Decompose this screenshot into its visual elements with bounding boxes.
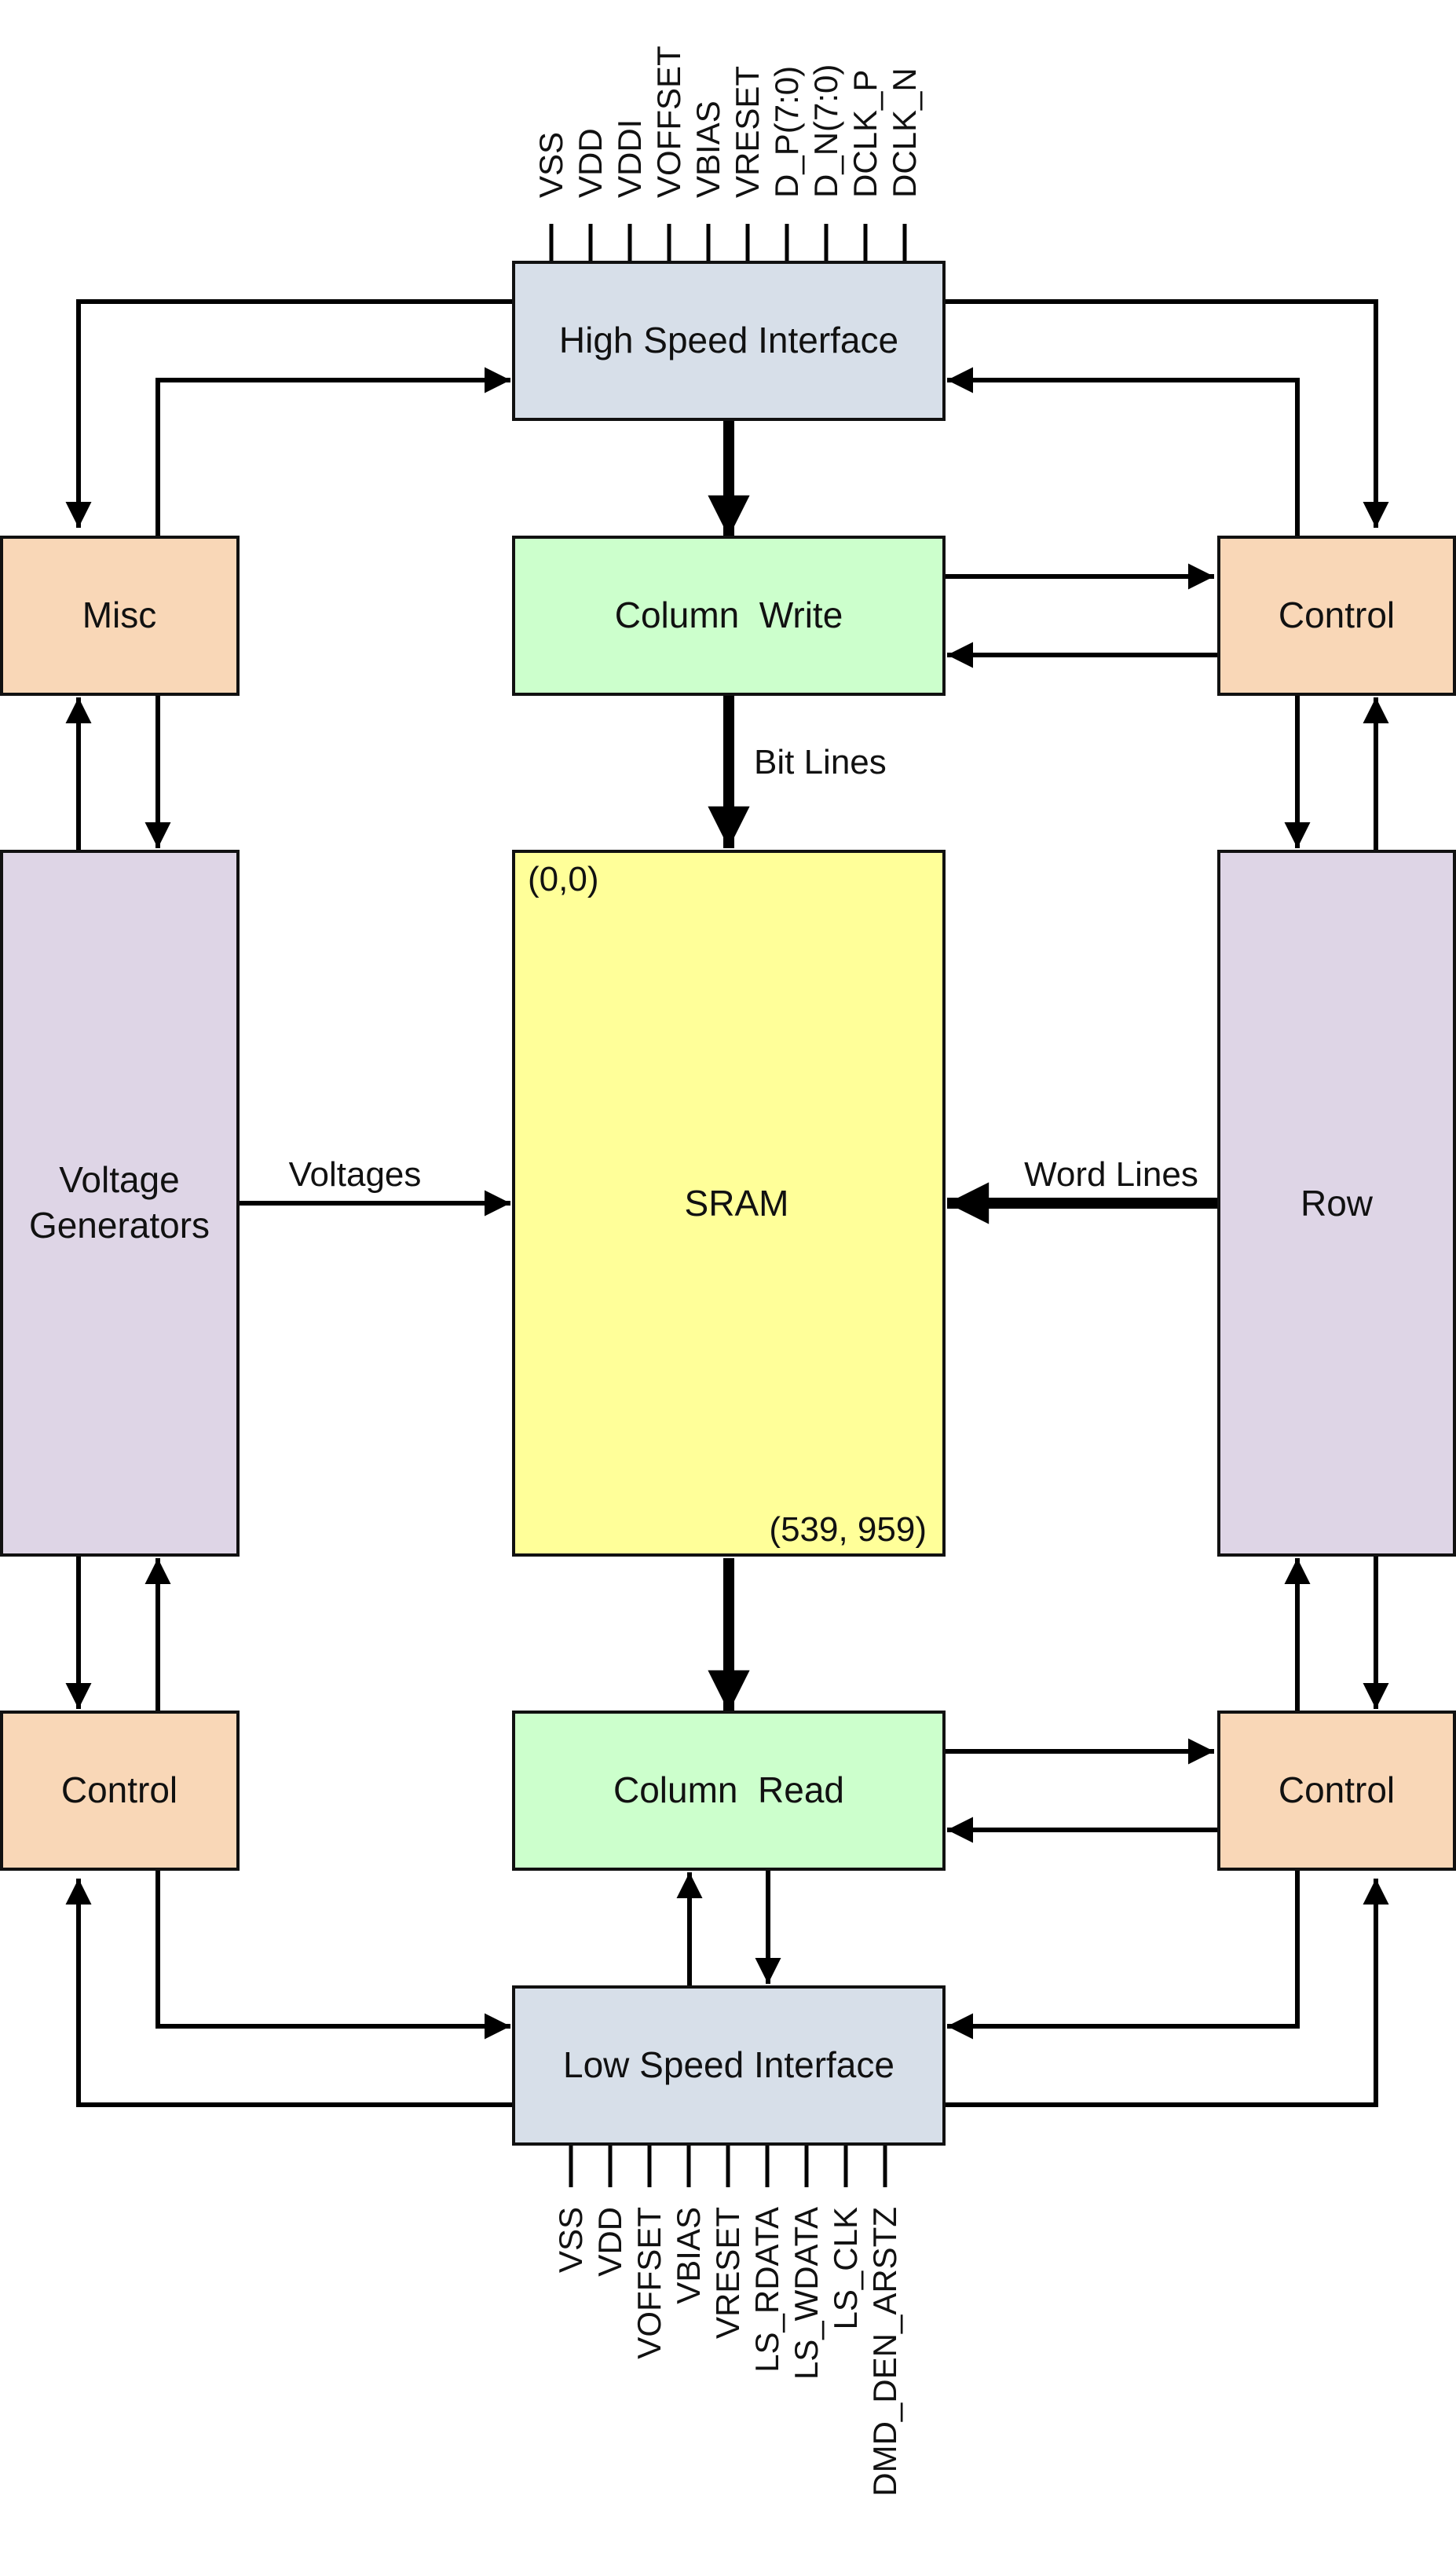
wire-hsi-to-misc bbox=[65, 299, 514, 528]
bottom-pin-label: VOFFSET bbox=[631, 2207, 668, 2359]
control-top-right-label: Control bbox=[1279, 595, 1395, 635]
connections bbox=[65, 299, 1389, 2107]
top-pin-label: D_N(7:0) bbox=[807, 64, 844, 198]
bottom-pin-label: VRESET bbox=[709, 2207, 746, 2339]
top-pin-label: VSS bbox=[532, 132, 569, 198]
block-sram: SRAM (0,0) (539, 959) bbox=[512, 850, 946, 1557]
sram-extent-label: (539, 959) bbox=[769, 1510, 927, 1549]
column-read-label: Column Read bbox=[613, 1769, 844, 1810]
word-lines-label: Word Lines bbox=[1024, 1155, 1198, 1194]
top-pin-label: VDDI bbox=[611, 119, 648, 198]
low-speed-interface-label: Low Speed Interface bbox=[563, 2044, 894, 2085]
wire-control-to-lsi bbox=[155, 1869, 510, 2040]
column-write-label: Column Write bbox=[615, 595, 843, 635]
wire-misc-to-hsi bbox=[155, 367, 510, 537]
block-voltage-generators: Voltage Generators bbox=[0, 850, 240, 1557]
bottom-pin-labels: VSS VDD VOFFSET VBIAS VRESET LS_RDATA LS… bbox=[552, 2207, 903, 2497]
top-pin-label: VDD bbox=[572, 128, 609, 198]
top-pin-label: VRESET bbox=[729, 66, 766, 198]
block-control-bottom-left: Control bbox=[0, 1711, 240, 1871]
top-pin-labels: VSS VDD VDDI VOFFSET VBIAS VRESET D_P(7:… bbox=[532, 46, 923, 198]
block-control-bottom-right: Control bbox=[1217, 1711, 1456, 1871]
top-pin-label: VOFFSET bbox=[650, 46, 687, 198]
bit-lines-label: Bit Lines bbox=[754, 743, 887, 781]
bottom-pin-label: LS_RDATA bbox=[748, 2207, 785, 2373]
misc-label: Misc bbox=[82, 595, 157, 635]
row-label: Row bbox=[1301, 1183, 1374, 1224]
block-high-speed-interface: High Speed Interface bbox=[512, 261, 946, 421]
top-pin-label: D_P(7:0) bbox=[768, 66, 805, 198]
block-column-read: Column Read bbox=[512, 1711, 946, 1871]
voltage-generators-label-line2: Generators bbox=[29, 1205, 210, 1246]
bottom-pin-stubs bbox=[569, 2144, 887, 2187]
top-pin-label: DCLK_P bbox=[847, 70, 883, 198]
top-pin-stubs bbox=[549, 224, 907, 263]
wire-control-to-lsi-right bbox=[947, 1869, 1300, 2040]
control-bottom-left-label: Control bbox=[61, 1769, 177, 1810]
wire-lsi-to-control bbox=[65, 1879, 514, 2107]
high-speed-interface-label: High Speed Interface bbox=[559, 320, 898, 360]
bottom-pin-label: VSS bbox=[552, 2207, 589, 2273]
control-bottom-right-label: Control bbox=[1279, 1769, 1395, 1810]
block-low-speed-interface: Low Speed Interface bbox=[512, 1985, 946, 2146]
voltage-generators-label-line1: Voltage bbox=[59, 1159, 179, 1200]
block-row: Row bbox=[1217, 850, 1456, 1557]
wire-lsi-to-control-right bbox=[944, 1879, 1389, 2107]
voltages-label: Voltages bbox=[289, 1155, 422, 1194]
bottom-pin-label: LS_CLK bbox=[827, 2207, 864, 2329]
top-pin-label: VBIAS bbox=[690, 101, 726, 198]
sram-label: SRAM bbox=[685, 1183, 789, 1224]
bottom-pin-label: VBIAS bbox=[670, 2207, 707, 2304]
top-pin-label: DCLK_N bbox=[886, 68, 923, 198]
block-column-write: Column Write bbox=[512, 536, 946, 696]
wire-control-to-hsi bbox=[947, 367, 1300, 537]
sram-origin-label: (0,0) bbox=[528, 860, 598, 898]
bottom-pin-label: LS_WDATA bbox=[788, 2207, 825, 2380]
bottom-pin-label: VDD bbox=[591, 2207, 628, 2277]
bottom-pin-label: DMD_DEN_ARSTZ bbox=[866, 2207, 903, 2497]
block-misc: Misc bbox=[0, 536, 240, 696]
wire-hsi-to-control bbox=[944, 299, 1389, 528]
block-control-top-right: Control bbox=[1217, 536, 1456, 696]
